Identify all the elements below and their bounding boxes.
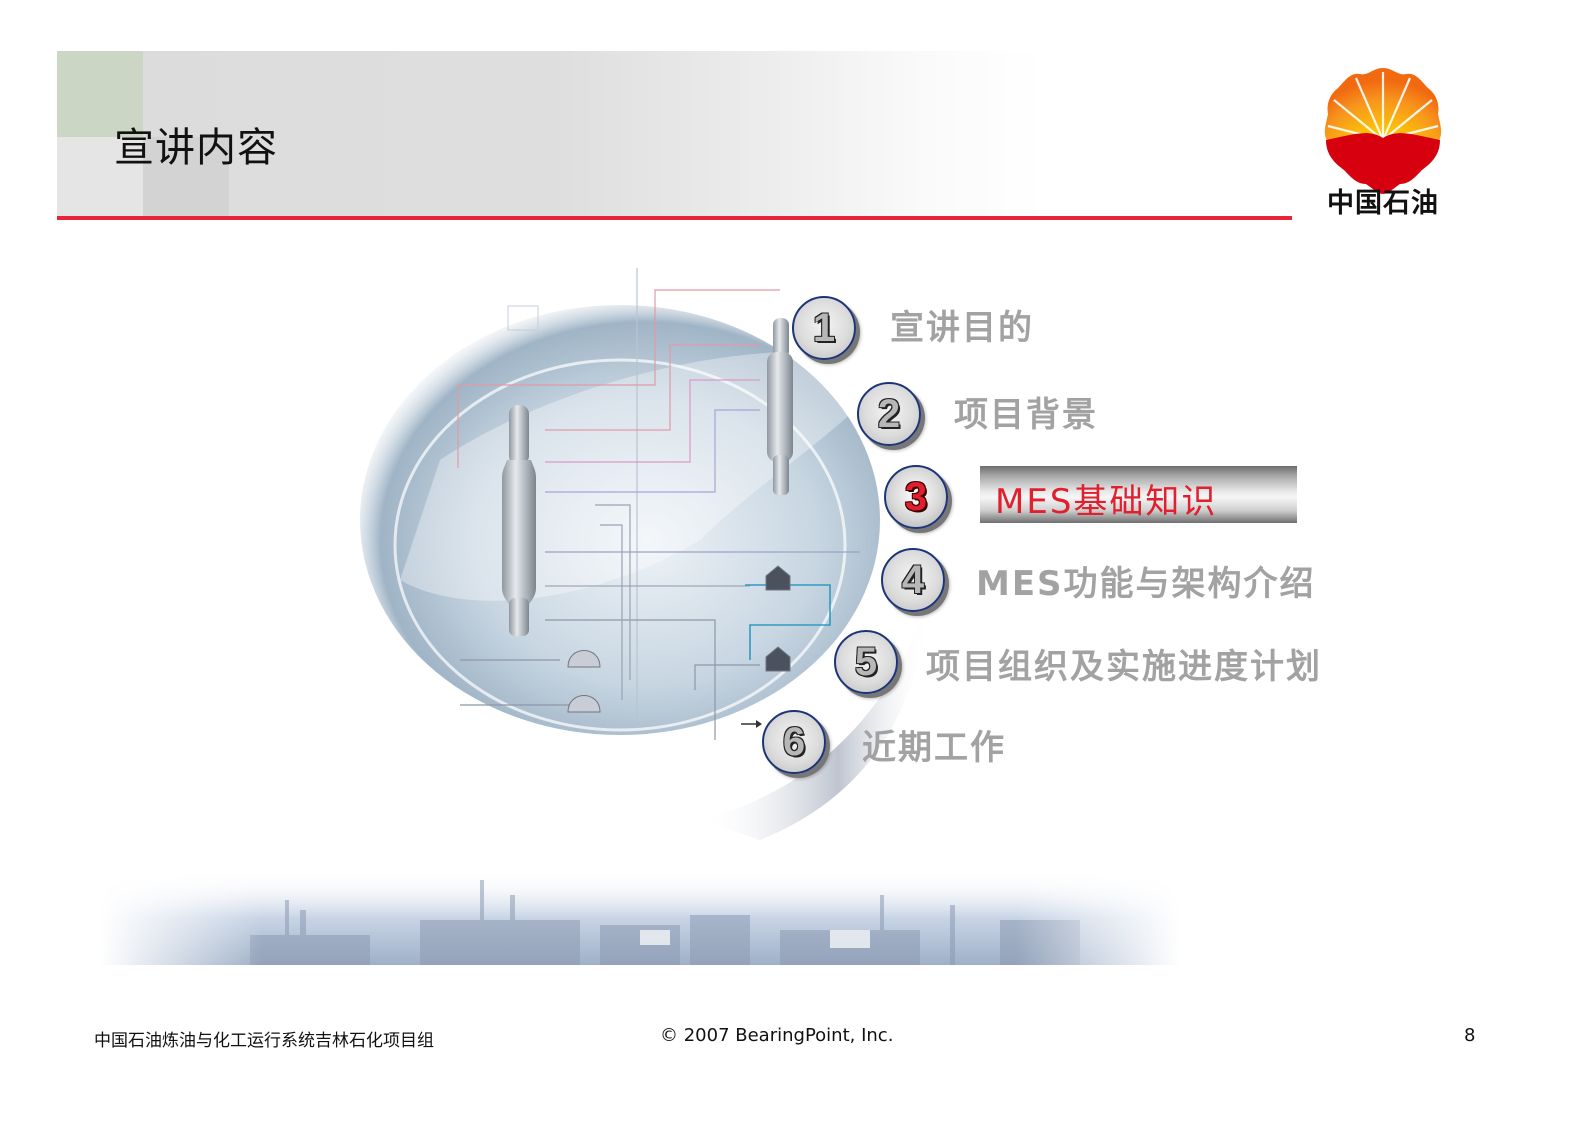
agenda-item-number: 3 [904,475,928,519]
agenda-item-5-label[interactable]: 项目组织及实施进度计划 [926,647,1322,687]
distillation-column-left [502,405,536,636]
petrochina-logo-icon [1324,68,1442,194]
agenda-item-number: 4 [901,558,925,602]
header-accent-block-dark [143,137,229,218]
agenda-item-6-badge[interactable]: 6 [762,710,826,774]
agenda-item-4-badge[interactable]: 4 [881,548,945,612]
agenda-item-2-badge[interactable]: 2 [857,382,921,446]
footer-copyright: © 2007 BearingPoint, Inc. [660,1025,894,1046]
agenda-item-number: 5 [854,640,878,684]
agenda-item-3-label[interactable]: MES基础知识 [995,482,1218,522]
logo-text: 中国石油 [1327,188,1439,219]
footer-organization: 中国石油炼油与化工运行系统吉林石化项目组 [94,1031,434,1051]
header-accent-block [57,51,143,137]
header-band [57,51,1292,218]
agenda-item-1-badge[interactable]: 1 [792,296,856,360]
active-item-highlight [980,466,1297,523]
agenda-item-6-label[interactable]: 近期工作 [862,728,1006,768]
agenda-item-3-badge[interactable]: 3 [884,465,948,529]
agenda-item-5-badge[interactable]: 5 [834,630,898,694]
page-title: 宣讲内容 [114,125,278,171]
agenda-item-number: 6 [782,720,806,764]
page-number: 8 [1464,1025,1476,1046]
agenda-item-4-label[interactable]: MES功能与架构介绍 [976,564,1316,604]
distillation-column-right [767,318,793,495]
header-accent-block-light [57,137,143,218]
agenda-item-1-label[interactable]: 宣讲目的 [890,308,1034,348]
header-divider [57,216,1292,220]
agenda-item-number: 1 [812,306,836,350]
agenda-item-2-label[interactable]: 项目背景 [954,395,1098,435]
agenda-item-number: 2 [877,392,901,436]
